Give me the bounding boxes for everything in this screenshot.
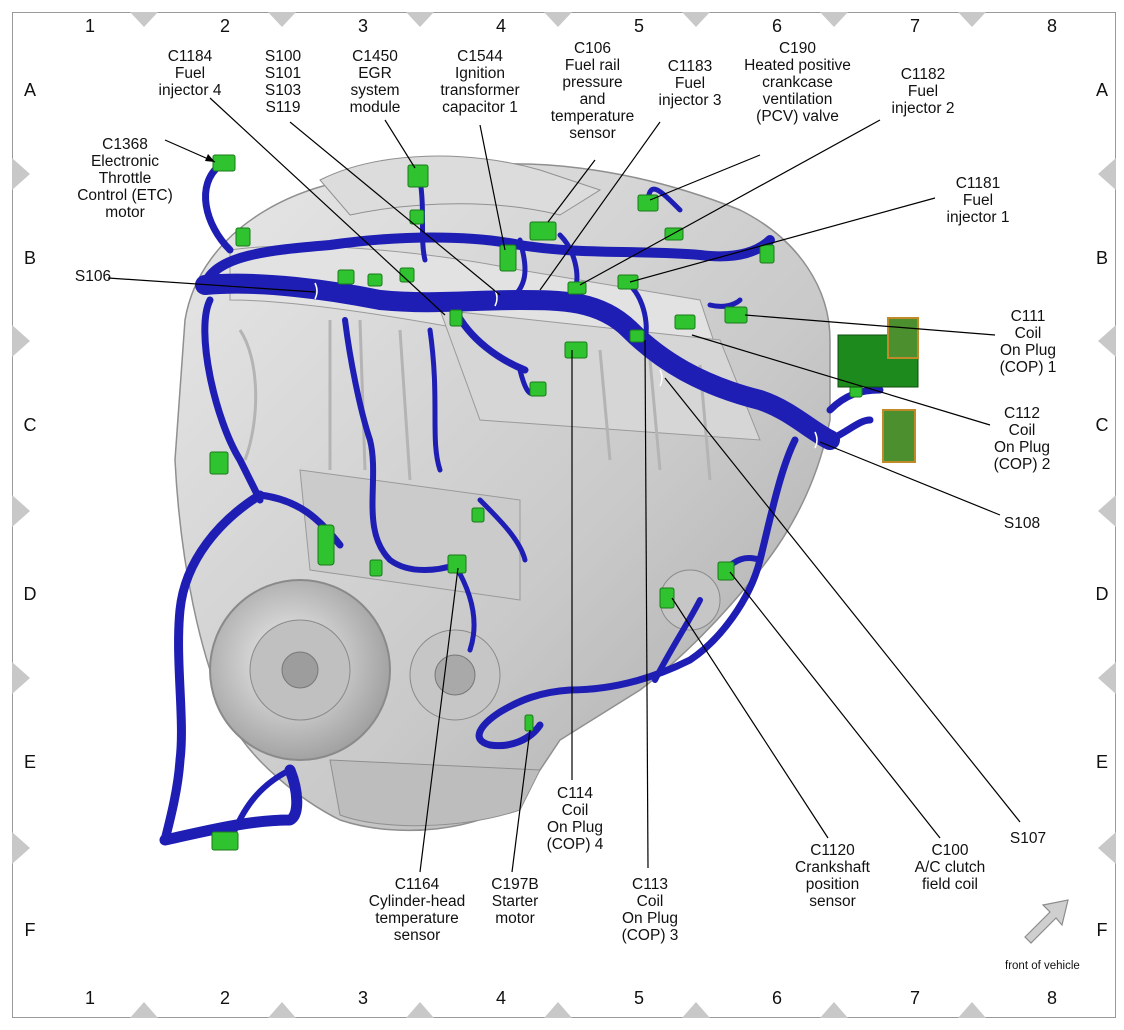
label-c1164: C1164 Cylinder-head temperature sensor xyxy=(368,876,466,944)
label-c106: C106 Fuel rail pressure and temperature … xyxy=(550,40,635,142)
label-c113: C113 Coil On Plug (COP) 3 xyxy=(621,876,679,944)
connector-egr-module xyxy=(407,164,429,188)
fuse-relay-box xyxy=(837,317,919,463)
connector-c111 xyxy=(724,306,748,324)
label-c1183: C1183 Fuel injector 3 xyxy=(658,58,722,109)
grid-col-1: 1 xyxy=(84,16,95,36)
label-c197b: C197B Starter motor xyxy=(491,876,539,927)
label-c1450: C1450 EGR system module xyxy=(349,48,401,116)
label-c1368: C1368 Electronic Throttle Control (ETC) … xyxy=(77,136,173,221)
grid-row-a: A xyxy=(23,80,36,100)
grid-col-6-bottom: 6 xyxy=(771,988,782,1008)
grid-col-7: 7 xyxy=(909,16,920,36)
grid-row-c: C xyxy=(23,415,37,435)
connector-c1164 xyxy=(447,554,467,574)
front-of-vehicle-arrow-icon xyxy=(1024,899,1069,944)
front-of-vehicle-label: front of vehicle xyxy=(1005,960,1080,972)
grid-col-3-bottom: 3 xyxy=(357,988,368,1008)
connector-c1182 xyxy=(567,281,587,295)
label-c100: C100 A/C clutch field coil xyxy=(914,842,986,893)
grid-col-2: 2 xyxy=(219,16,230,36)
label-c1544: C1544 Ignition transformer capacitor 1 xyxy=(440,48,520,116)
grid-col-5: 5 xyxy=(633,16,644,36)
grid-row-b-right: B xyxy=(1095,248,1108,268)
label-s106: S106 xyxy=(74,268,112,285)
grid-row-f-right: F xyxy=(1096,920,1108,940)
connector-c197b xyxy=(524,714,534,732)
frame-markers xyxy=(12,12,1116,1018)
grid-row-d: D xyxy=(23,584,37,604)
grid-row-d-right: D xyxy=(1095,584,1109,604)
leader-lines xyxy=(107,97,1021,873)
grid-row-a-right: A xyxy=(1095,80,1108,100)
label-s107: S107 xyxy=(1009,830,1047,847)
grid-col-8: 8 xyxy=(1046,16,1057,36)
connector-c1368 xyxy=(212,154,236,172)
label-c1181: C1181 Fuel injector 1 xyxy=(946,175,1010,226)
grid-col-7-bottom: 7 xyxy=(909,988,920,1008)
grid-col-2-bottom: 2 xyxy=(219,988,230,1008)
connectors xyxy=(209,154,919,851)
grid-col-6: 6 xyxy=(771,16,782,36)
label-c190: C190 Heated positive crankcase ventilati… xyxy=(744,40,851,125)
label-c112: C112 Coil On Plug (COP) 2 xyxy=(993,405,1051,473)
grid-row-e-right: E xyxy=(1095,752,1108,772)
grid-col-5-bottom: 5 xyxy=(633,988,644,1008)
label-c1184: C1184 Fuel injector 4 xyxy=(158,48,222,99)
connector-c112 xyxy=(674,314,696,330)
connector-c114 xyxy=(564,341,588,359)
connector-c1544 xyxy=(499,244,517,272)
grid-row-b: B xyxy=(23,248,36,268)
connector-c1120 xyxy=(659,587,675,609)
grid-row-c-right: C xyxy=(1095,415,1109,435)
connector-c100 xyxy=(717,561,735,581)
grid-row-e: E xyxy=(23,752,36,772)
label-c111: C111 Coil On Plug (COP) 1 xyxy=(999,308,1057,376)
label-s100-group: S100 S101 S103 S119 xyxy=(264,48,302,116)
grid-col-4-bottom: 4 xyxy=(495,988,506,1008)
grid-row-f: F xyxy=(24,920,36,940)
label-c114: C114 Coil On Plug (COP) 4 xyxy=(546,785,604,853)
connector-c106 xyxy=(529,221,557,241)
label-c1120: C1120 Crankshaft position sensor xyxy=(795,842,870,910)
label-c1182: C1182 Fuel injector 2 xyxy=(891,66,955,117)
grid-col-4: 4 xyxy=(495,16,506,36)
grid-col-8-bottom: 8 xyxy=(1046,988,1057,1008)
grid-col-1-bottom: 1 xyxy=(84,988,95,1008)
leader-arrowheads xyxy=(205,154,215,162)
connector-c1181 xyxy=(617,274,639,290)
label-s108: S108 xyxy=(1003,515,1041,532)
grid-col-3: 3 xyxy=(357,16,368,36)
